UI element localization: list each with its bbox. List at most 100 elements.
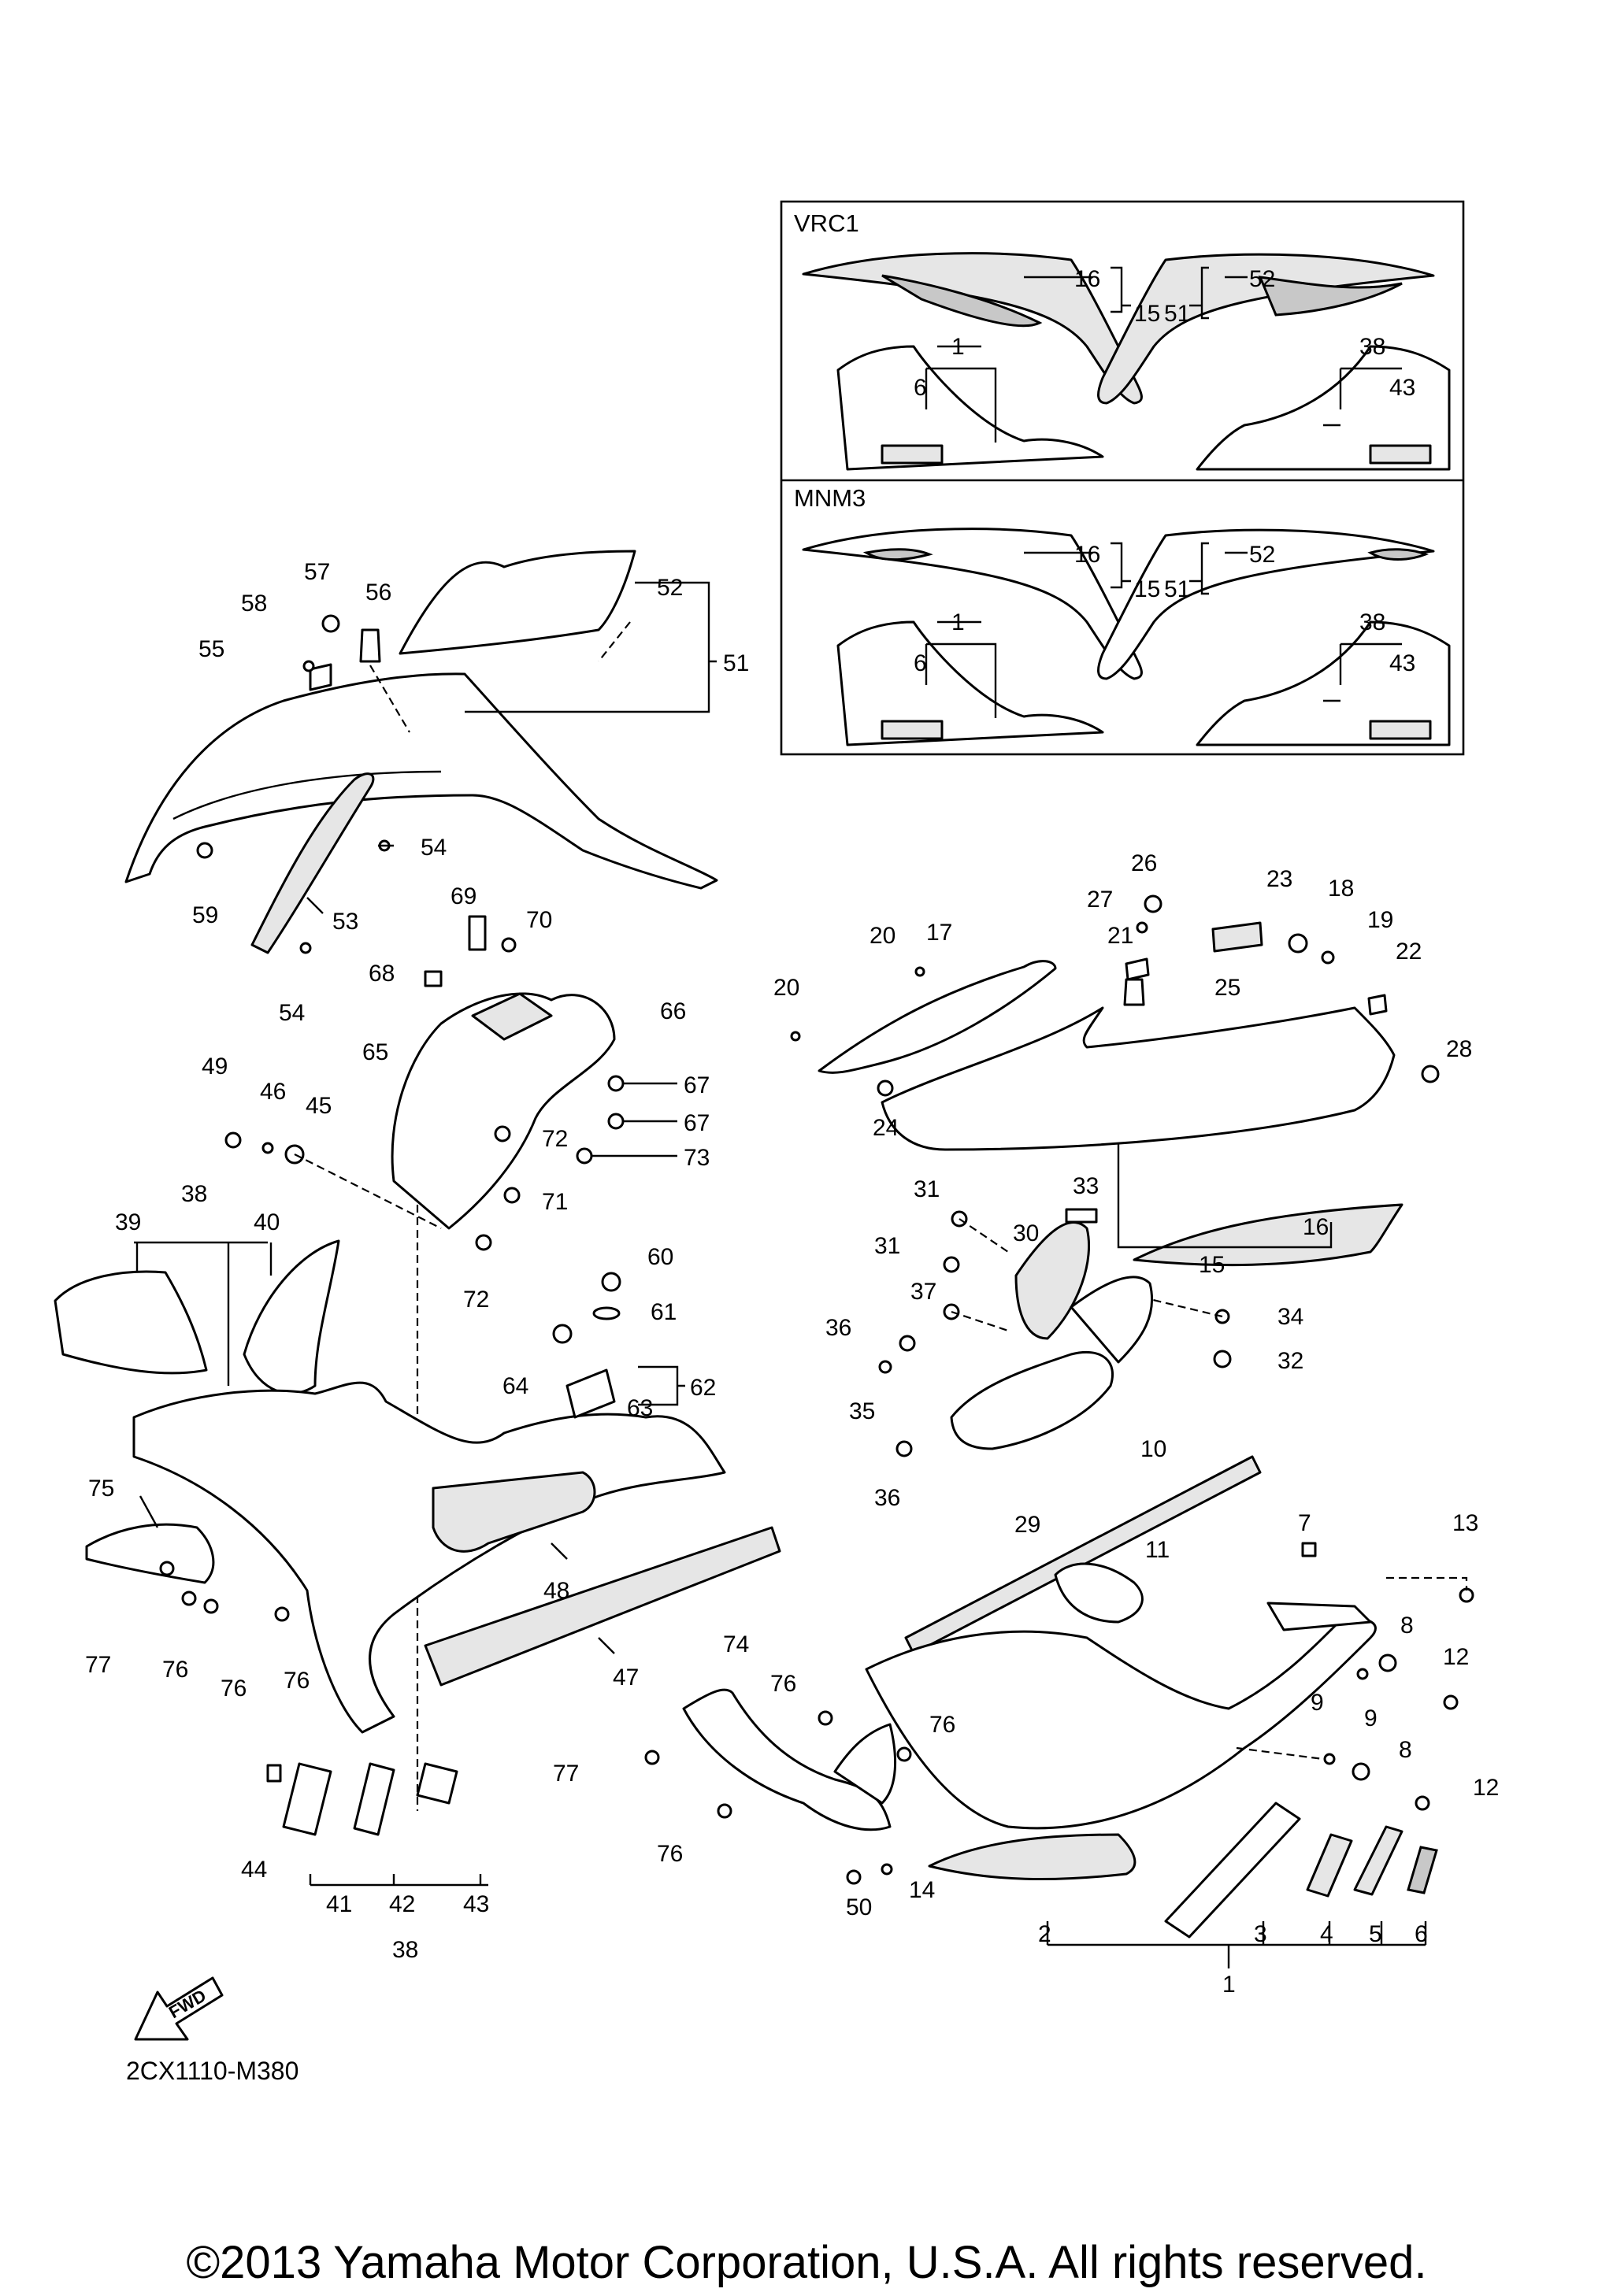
decal-3 (1164, 1802, 1301, 1939)
callout-36: 36 (825, 1315, 851, 1341)
yamaha-badge-left-mnm3 (881, 720, 944, 740)
forward-arrow-icon (134, 1976, 224, 2041)
callout-76: 76 (657, 1841, 683, 1867)
callout-21: 21 (1107, 923, 1133, 949)
callout-61: 61 (651, 1299, 677, 1325)
callout-50: 50 (846, 1894, 872, 1920)
callout-14: 14 (909, 1877, 935, 1903)
duct-29 (950, 1350, 1114, 1450)
callout-76: 76 (162, 1657, 188, 1683)
callout-2: 2 (1038, 1921, 1051, 1947)
nut-55 (309, 663, 332, 691)
callout-52: 52 (1249, 266, 1275, 292)
grommet-68 (424, 970, 443, 987)
screw-12a (1443, 1694, 1459, 1710)
callout-62: 62 (690, 1375, 716, 1401)
decal-2 (928, 1833, 1137, 1881)
callout-1: 1 (1222, 1972, 1236, 1998)
duct-30 (1014, 1221, 1091, 1340)
callout-26: 26 (1131, 850, 1157, 876)
callout-74: 74 (723, 1631, 749, 1657)
screw-72b (475, 1234, 492, 1251)
leader-41-42-43-38 (309, 1874, 488, 1887)
callout-38: 38 (1359, 609, 1385, 635)
rivet-76a (181, 1591, 197, 1606)
r-emblem-right-mnm3 (1367, 548, 1429, 561)
pad-23 (1211, 921, 1263, 953)
strip-43 (416, 1762, 458, 1805)
duct-group: 69 70 68 66 65 67 67 73 72 71 72 49 46 4… (202, 883, 710, 1811)
clip-22 (1367, 994, 1388, 1016)
rivet-76f (717, 1803, 732, 1819)
callout-3: 3 (1254, 1921, 1267, 1947)
callout-12: 12 (1473, 1775, 1499, 1801)
callout-15: 15 (1134, 301, 1160, 327)
collar-46 (261, 1142, 274, 1154)
screw-31b (943, 1256, 960, 1273)
callout-5: 5 (1369, 1921, 1382, 1947)
rivet-35 (878, 1360, 892, 1374)
callout-33: 33 (1073, 1173, 1099, 1199)
rivet-77 (159, 1561, 175, 1576)
callout-9: 9 (1311, 1690, 1324, 1716)
side-cowl (132, 1381, 726, 1734)
fastener-25 (1123, 978, 1145, 1006)
callout-72: 72 (463, 1287, 489, 1313)
lower-panel-right-vrc1 (1196, 345, 1451, 471)
yamaha-badge-left-vrc1 (881, 444, 944, 465)
callout-19: 19 (1367, 907, 1393, 933)
callout-60: 60 (647, 1244, 673, 1270)
lower-panel-left-vrc1 (836, 345, 1104, 471)
callout-52: 52 (1249, 542, 1275, 568)
callout-7: 7 (1298, 1510, 1311, 1536)
callout-45: 45 (306, 1093, 332, 1119)
leader-52-51 (465, 581, 717, 713)
washer-61 (592, 1306, 621, 1320)
grommet-8b (1352, 1762, 1370, 1781)
callout-52: 52 (657, 575, 683, 601)
callout-76: 76 (284, 1668, 310, 1694)
callout-23: 23 (1266, 866, 1292, 892)
grommet-18 (1288, 933, 1308, 954)
callout-47: 47 (613, 1665, 639, 1691)
callout-67: 67 (684, 1110, 710, 1136)
callout-38: 38 (392, 1937, 418, 1963)
callout-71: 71 (542, 1189, 568, 1215)
lower-panel-left-mnm3 (836, 620, 1104, 746)
callout-25: 25 (1214, 975, 1240, 1001)
screw-12b (1415, 1795, 1430, 1811)
callout-43: 43 (1389, 375, 1415, 401)
callout-17: 17 (926, 920, 952, 946)
left-side-cowl-group: 38 39 40 75 48 47 77 76 76 76 44 41 42 4… (54, 1181, 781, 1963)
callout-13: 13 (1452, 1510, 1478, 1536)
washer-20b (790, 1031, 801, 1042)
screw-50 (846, 1869, 862, 1885)
callout-51: 51 (723, 650, 749, 676)
callout-31: 31 (874, 1233, 900, 1259)
callout-15: 15 (1134, 576, 1160, 602)
clip-7 (1301, 1542, 1317, 1557)
rivet-77b (644, 1750, 660, 1765)
strip-42 (353, 1762, 395, 1836)
upper-panel-left-vrc1 (802, 252, 1143, 405)
clip-69 (468, 915, 487, 951)
upper-cowling (124, 672, 718, 890)
callout-57: 57 (304, 559, 330, 585)
nut-32 (1213, 1350, 1232, 1368)
callout-43: 43 (1389, 650, 1415, 676)
callout-6: 6 (914, 375, 927, 401)
rivet-76e (896, 1746, 912, 1762)
copyright-notice: ©2013 Yamaha Motor Corporation, U.S.A. A… (186, 2237, 1427, 2288)
callout-8: 8 (1399, 1737, 1412, 1763)
decal-5 (1353, 1825, 1403, 1896)
leader-67-73 (591, 1082, 677, 1157)
callout-4: 4 (1320, 1921, 1333, 1947)
callout-30: 30 (1013, 1220, 1039, 1246)
leader-53-54 (306, 844, 394, 914)
upper-cowling-group: 57 58 56 55 52 51 54 59 53 54 (124, 550, 749, 1026)
panel-39 (54, 1270, 208, 1375)
graphic-16 (1133, 1203, 1403, 1267)
callout-32: 32 (1277, 1348, 1303, 1374)
callout-44: 44 (241, 1857, 267, 1883)
callout-70: 70 (526, 907, 552, 933)
